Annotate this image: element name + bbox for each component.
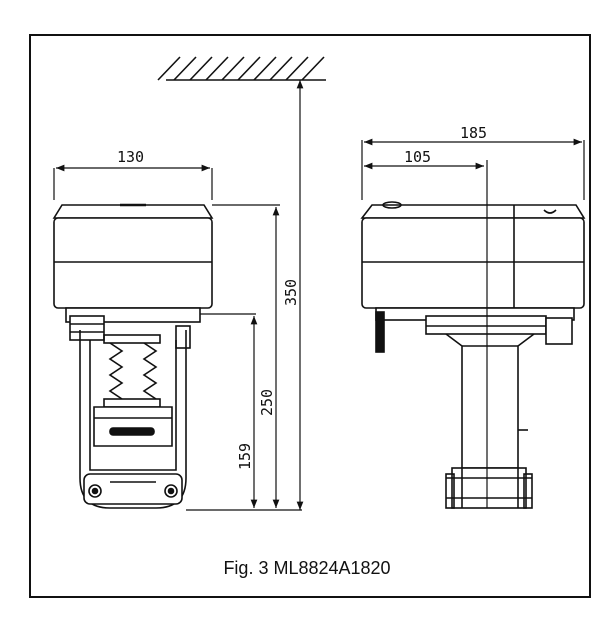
dim-105-label: 105 — [404, 148, 431, 166]
figure-caption: Fig. 3 ML8824A1820 — [223, 558, 390, 578]
dim-159-label: 159 — [236, 443, 254, 470]
figure-border — [29, 34, 591, 598]
ceiling-hatch — [157, 56, 326, 81]
dim-250-label: 250 — [258, 389, 276, 416]
dim-130-label: 130 — [117, 148, 144, 166]
dim-185-label: 185 — [460, 124, 487, 142]
side-view — [360, 201, 586, 509]
front-view — [52, 203, 214, 509]
side-dimension-lines — [361, 138, 585, 508]
front-dimension-lines — [53, 80, 304, 511]
dim-350-label: 350 — [282, 279, 300, 306]
